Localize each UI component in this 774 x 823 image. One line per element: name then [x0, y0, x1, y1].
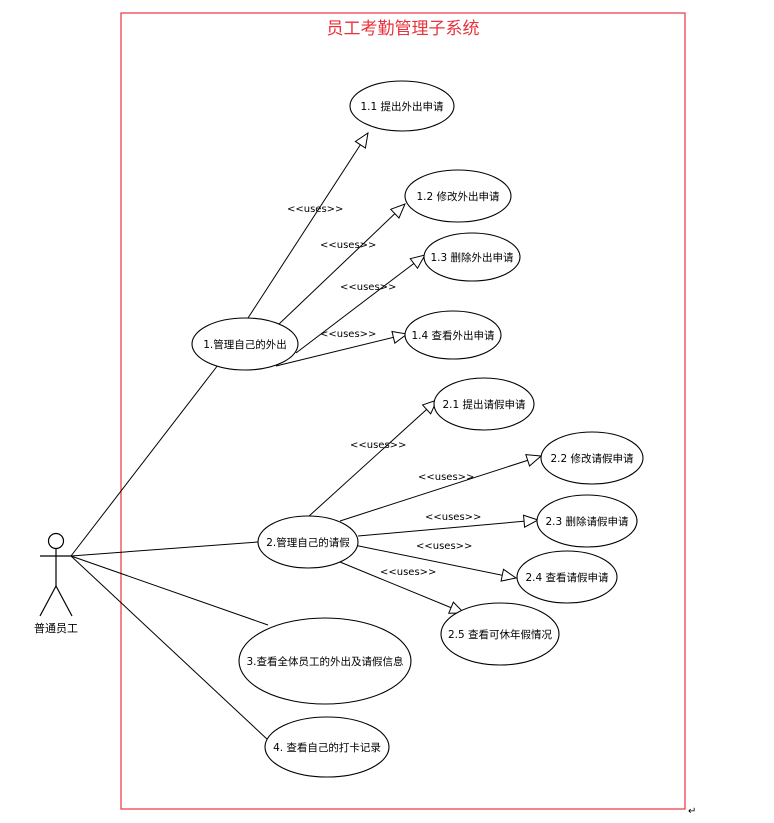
use-case-4-label: 4. 查看自己的打卡记录: [273, 741, 381, 754]
use-case-1-1-label: 1.1 提出外出申请: [360, 100, 444, 113]
uses-label: <<uses>>: [340, 282, 396, 293]
use-case-1-2-label: 1.2 修改外出申请: [416, 190, 500, 203]
use-case-1-label: 1.管理自己的外出: [203, 338, 287, 351]
uses-label: <<uses>>: [320, 329, 376, 340]
uses-label: <<uses>>: [350, 440, 406, 451]
use-case-2-4: [516, 550, 618, 604]
uses-label: <<uses>>: [425, 512, 481, 523]
paragraph-mark: ↵: [688, 806, 696, 817]
uses-label: <<uses>>: [380, 567, 436, 578]
use-case-2-3-label: 2.3 删除请假申请: [545, 515, 629, 528]
uses-relations-group-2: [307, 400, 541, 613]
uses-label: <<uses>>: [418, 472, 474, 483]
use-case-2-1: [433, 377, 535, 431]
use-case-1-3-label: 1.3 删除外出申请: [430, 251, 514, 264]
uses-label: <<uses>>: [320, 240, 376, 251]
use-case-2-2-label: 2.2 修改请假申请: [550, 452, 634, 465]
use-case-3: [238, 617, 412, 705]
use-case-1-2: [404, 169, 512, 223]
use-case-1: [191, 317, 299, 371]
use-case-2-4-label: 2.4 查看请假申请: [525, 571, 609, 584]
use-case-2-1-label: 2.1 提出请假申请: [442, 398, 526, 411]
actor-label: 普通员工: [34, 621, 78, 635]
use-case-2-5-label: 2.5 查看可休年假情况: [448, 628, 553, 641]
use-case-1-3: [423, 232, 521, 282]
use-case-1-4: [404, 310, 502, 360]
use-case-2: [257, 515, 359, 569]
use-case-2-2: [540, 431, 644, 485]
use-case-2-label: 2.管理自己的请假: [266, 536, 350, 549]
use-case-1-1: [349, 80, 455, 132]
use-case-4: [264, 716, 390, 778]
uses-relations-group-1: [247, 133, 425, 367]
uses-label: <<uses>>: [287, 204, 343, 215]
use-case-2-5: [440, 602, 560, 666]
system-boundary: [120, 12, 686, 810]
diagram-title: 员工考勤管理子系统: [327, 19, 480, 39]
uses-label: <<uses>>: [416, 541, 472, 552]
use-case-1-4-label: 1.4 查看外出申请: [411, 329, 495, 342]
actor-associations: [70, 364, 269, 741]
actor-stick-figure: [39, 532, 73, 617]
use-case-2-3: [536, 494, 638, 548]
use-case-3-label: 3.查看全体员工的外出及请假信息: [246, 655, 403, 668]
